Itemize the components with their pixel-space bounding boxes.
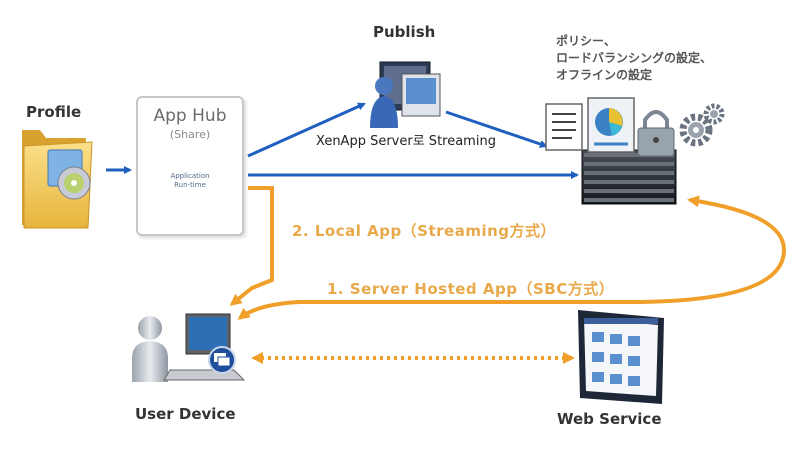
publisher-to-server-arrow: [445, 110, 548, 148]
web-service-label: Web Service: [557, 410, 662, 428]
local-app-label: 2. Local App（Streaming方式）: [292, 222, 557, 240]
document-icon: [545, 103, 583, 151]
web-service-icon: [578, 310, 664, 404]
profile-label: Profile: [26, 103, 82, 121]
policy-line: ロードバランシングの設定、: [556, 51, 713, 65]
disc-label-line: Run-time: [174, 181, 206, 189]
server-hosted-app-label: 1. Server Hosted App（SBC方式）: [327, 280, 615, 298]
server-hosted-arrow: [237, 195, 787, 320]
lock-icon: [637, 110, 675, 157]
apphub-to-publisher-arrow: [247, 102, 366, 158]
publisher-icon: [370, 61, 441, 128]
app-hub-subtitle: (Share): [169, 128, 211, 141]
user-device-icon: [132, 313, 246, 382]
xenapp-streaming-label: XenApp Server로 Streaming: [316, 134, 496, 149]
gear-icon: [679, 103, 725, 147]
policy-line: オフラインの設定: [556, 68, 653, 82]
user-device-label: User Device: [135, 405, 236, 423]
policy-settings-text: ポリシー、 ロードバランシングの設定、 オフラインの設定: [556, 33, 712, 84]
publish-label: Publish: [373, 23, 436, 41]
policy-line: ポリシー、: [556, 34, 616, 48]
application-runtime-label: Application Run-time: [138, 172, 242, 190]
disc-label-line: Application: [170, 172, 210, 180]
server-rack-icon: [581, 149, 677, 205]
pie-chart-panel-icon: [587, 97, 635, 153]
app-hub-box: App Hub (Share) Application Run-time: [136, 96, 244, 236]
folder-icon: [22, 130, 93, 229]
app-hub-title: App Hub: [153, 106, 227, 126]
